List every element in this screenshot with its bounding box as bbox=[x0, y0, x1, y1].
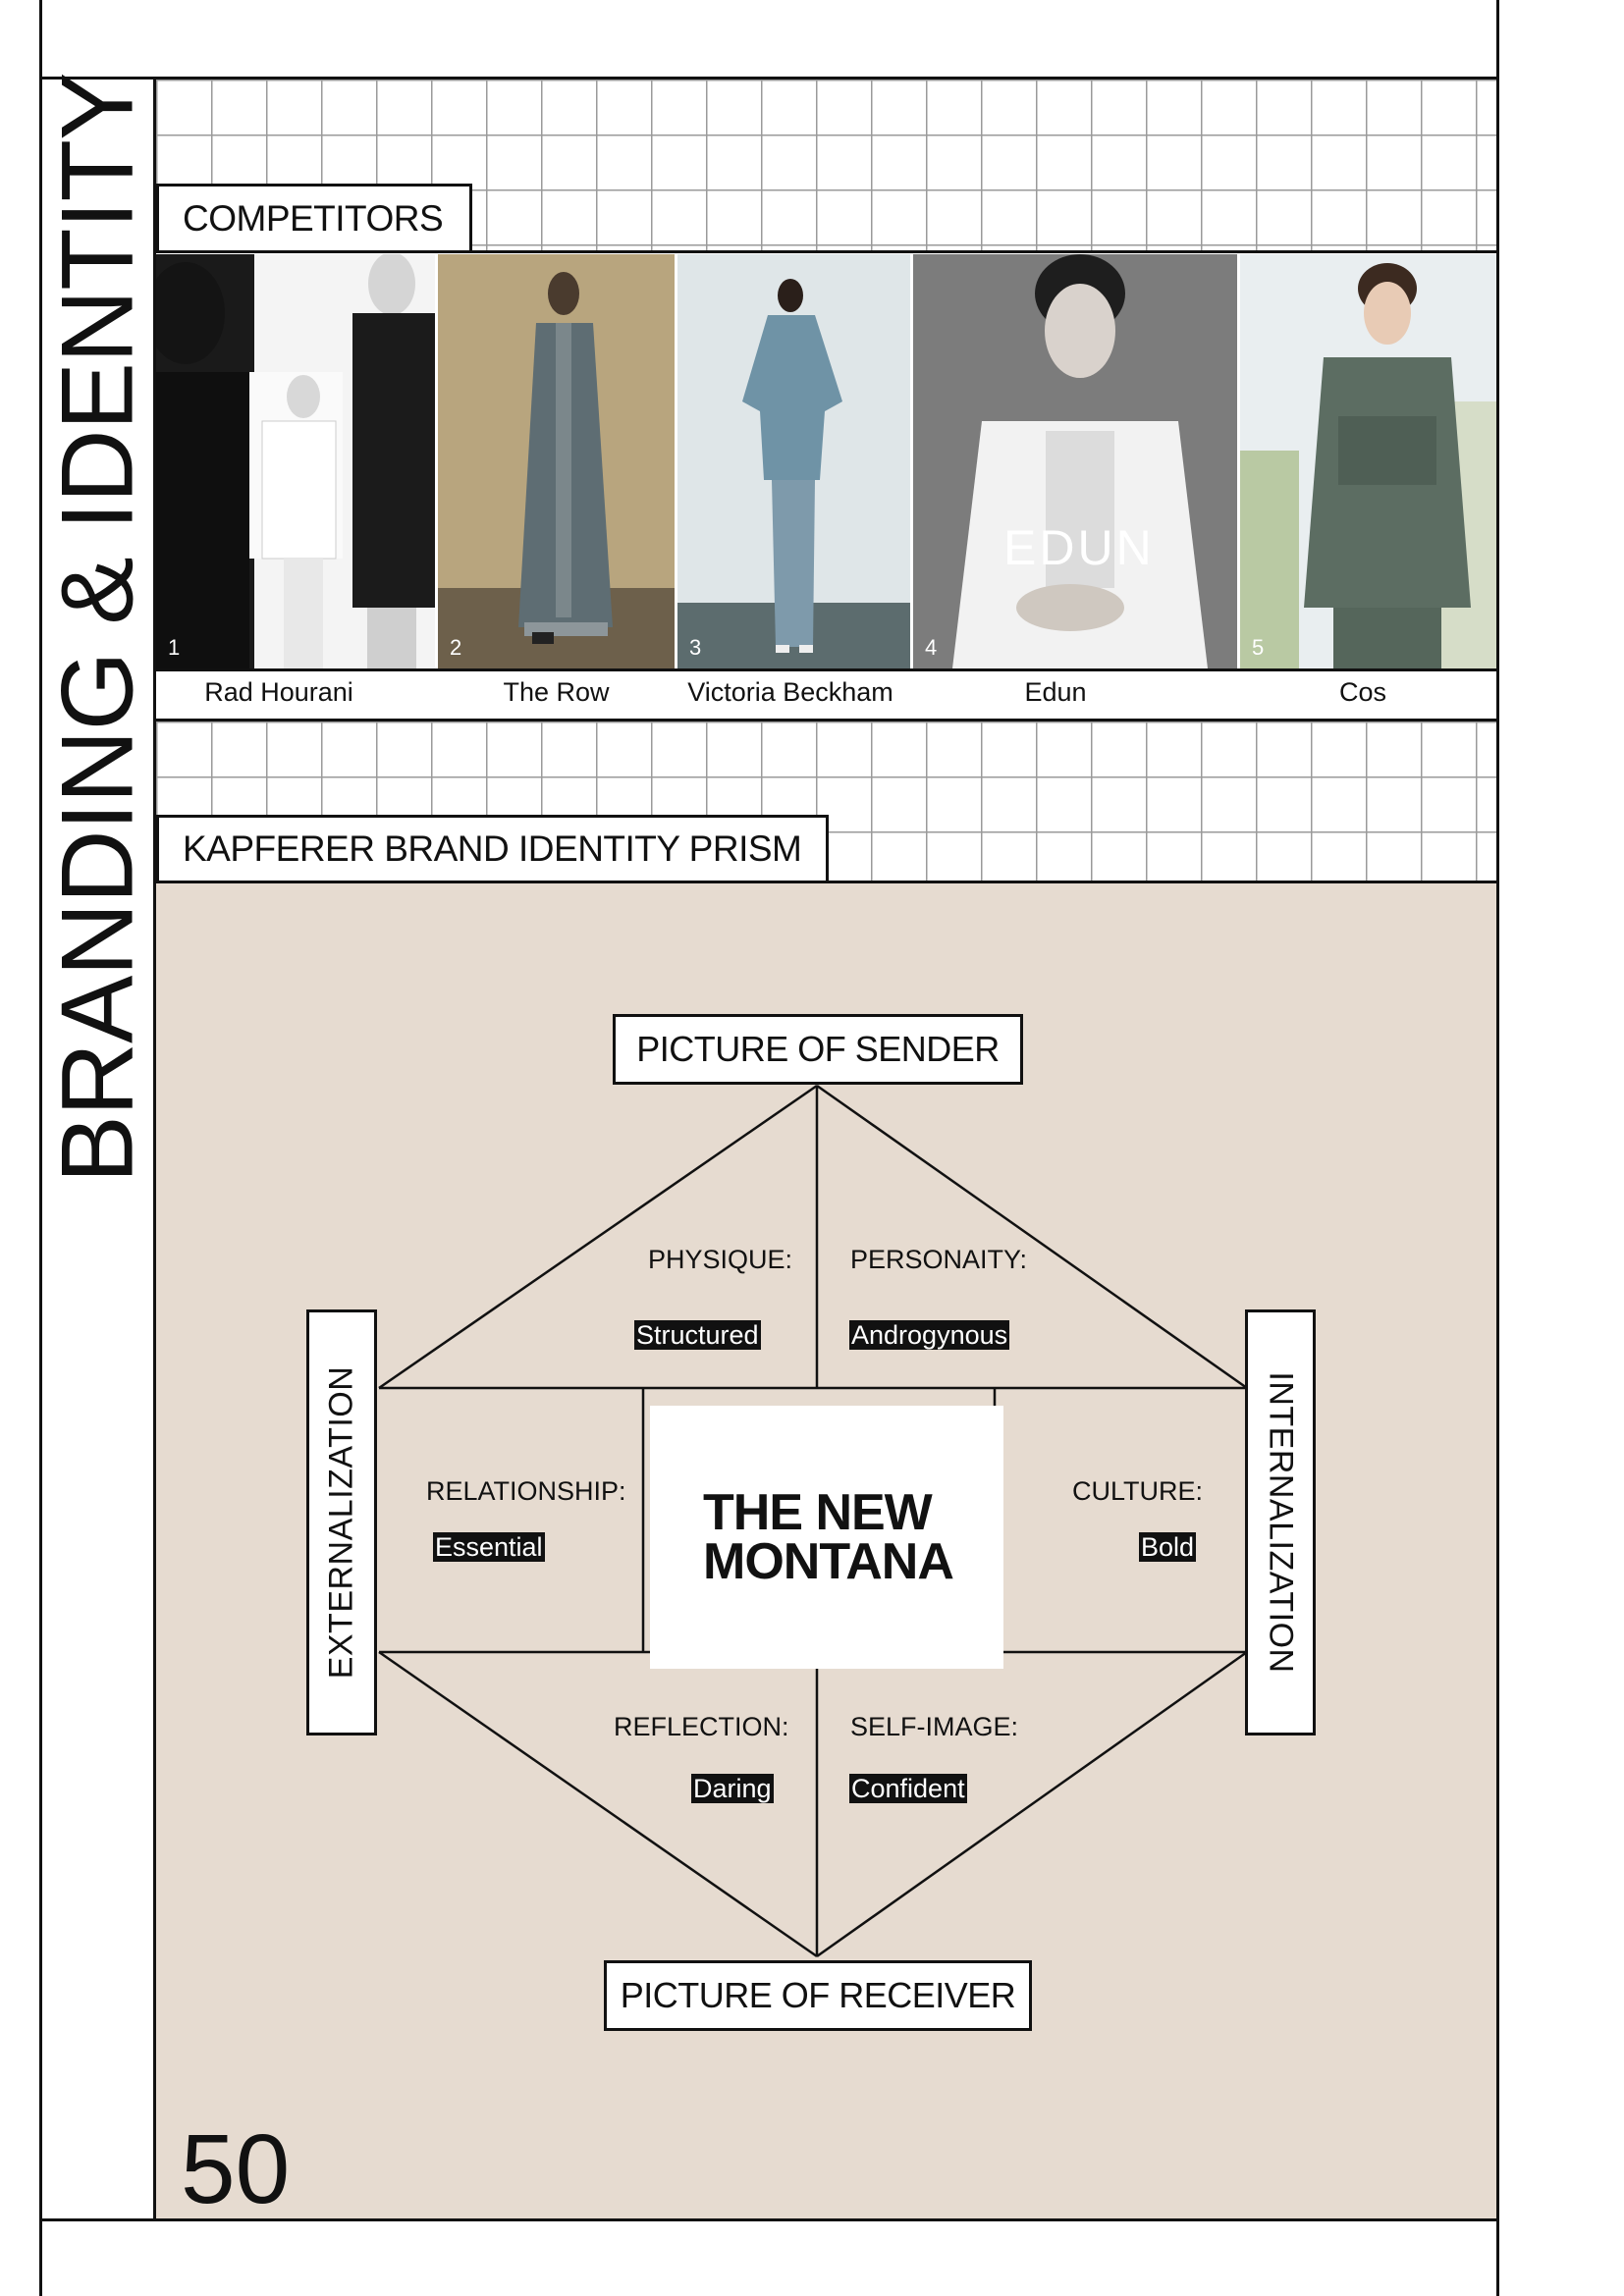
photo-row-bottom-border bbox=[156, 668, 1496, 671]
sidebar-divider bbox=[153, 77, 156, 2221]
picture-of-receiver-box: PICTURE OF RECEIVER bbox=[604, 1960, 1032, 2031]
competitor-number: 1 bbox=[168, 635, 181, 660]
internalization-box bbox=[1245, 1309, 1316, 1735]
photo-victoria-beckham bbox=[677, 254, 910, 668]
competitor-name: Victoria Beckham bbox=[687, 677, 893, 707]
physique-label: PHYSIQUE: bbox=[648, 1245, 793, 1274]
reflection-label: REFLECTION: bbox=[614, 1712, 789, 1741]
competitor-number: 2 bbox=[450, 635, 462, 660]
photo-cos bbox=[1240, 254, 1496, 668]
self-image-label: SELF-IMAGE: bbox=[850, 1712, 1019, 1741]
competitors-heading: COMPETITORS bbox=[156, 184, 472, 253]
picture-of-sender-box: PICTURE OF SENDER bbox=[613, 1014, 1023, 1085]
frame-top-border bbox=[39, 77, 1499, 80]
prism-heading-text: KAPFERER BRAND IDENTITY PRISM bbox=[183, 828, 802, 869]
photo-the-row bbox=[438, 254, 675, 668]
competitor-photo-3: 3 bbox=[677, 254, 910, 668]
externalization-box bbox=[306, 1309, 377, 1735]
competitor-name: Rad Hourani bbox=[204, 677, 353, 707]
culture-value: Bold bbox=[1139, 1532, 1197, 1562]
prism-center-box: THE NEW MONTANA bbox=[650, 1406, 1003, 1669]
prism-line bbox=[816, 1650, 1248, 1958]
competitors-heading-text: COMPETITORS bbox=[183, 197, 444, 239]
competitor-photo-5: 5 bbox=[1240, 254, 1496, 668]
photo-edun bbox=[913, 254, 1237, 668]
physique-value: Structured bbox=[634, 1320, 761, 1350]
frame-bottom-border bbox=[39, 2218, 1499, 2221]
page-number: 50 bbox=[181, 2114, 291, 2224]
relationship-value: Essential bbox=[433, 1532, 545, 1562]
frame-left-border bbox=[39, 0, 42, 2296]
prism-line bbox=[378, 1650, 818, 1958]
competitor-photo-2: 2 bbox=[438, 254, 675, 668]
picture-of-sender-label: PICTURE OF SENDER bbox=[636, 1029, 1000, 1069]
relationship-label: RELATIONSHIP: bbox=[426, 1476, 626, 1506]
internalization-label: INTERNALIZATION bbox=[1262, 1371, 1300, 1674]
competitor-name: Edun bbox=[1024, 677, 1087, 707]
self-image-value: Confident bbox=[849, 1774, 967, 1803]
competitor-number: 5 bbox=[1252, 635, 1265, 660]
personality-value: Androgynous bbox=[849, 1320, 1010, 1350]
brand-name-line1: THE NEW bbox=[703, 1484, 933, 1541]
prism-heading: KAPFERER BRAND IDENTITY PRISM bbox=[156, 815, 829, 883]
caption-row-bottom-border bbox=[156, 719, 1496, 721]
competitor-name: The Row bbox=[503, 677, 610, 707]
frame-right-border bbox=[1496, 0, 1499, 2296]
prism-line bbox=[816, 1084, 1248, 1390]
picture-of-receiver-label: PICTURE OF RECEIVER bbox=[620, 1975, 1016, 2015]
prism-line bbox=[378, 1084, 818, 1390]
edun-logo: EDUN bbox=[1003, 520, 1155, 575]
competitor-number: 4 bbox=[925, 635, 938, 660]
grid-band-top-bottom-border bbox=[156, 250, 1496, 253]
competitor-number: 3 bbox=[689, 635, 702, 660]
competitor-photo-1: 1 bbox=[156, 254, 435, 668]
competitor-photo-4: 4 EDUN bbox=[913, 254, 1237, 668]
competitor-name: Cos bbox=[1338, 677, 1386, 707]
brand-name-line2: MONTANA bbox=[703, 1533, 954, 1590]
photo-rad-hourani bbox=[156, 254, 435, 668]
personality-label: PERSONAITY: bbox=[850, 1245, 1028, 1274]
reflection-value: Daring bbox=[691, 1774, 774, 1803]
externalization-label: EXTERNALIZATION bbox=[322, 1365, 360, 1680]
culture-label: CULTURE: bbox=[1072, 1476, 1204, 1506]
